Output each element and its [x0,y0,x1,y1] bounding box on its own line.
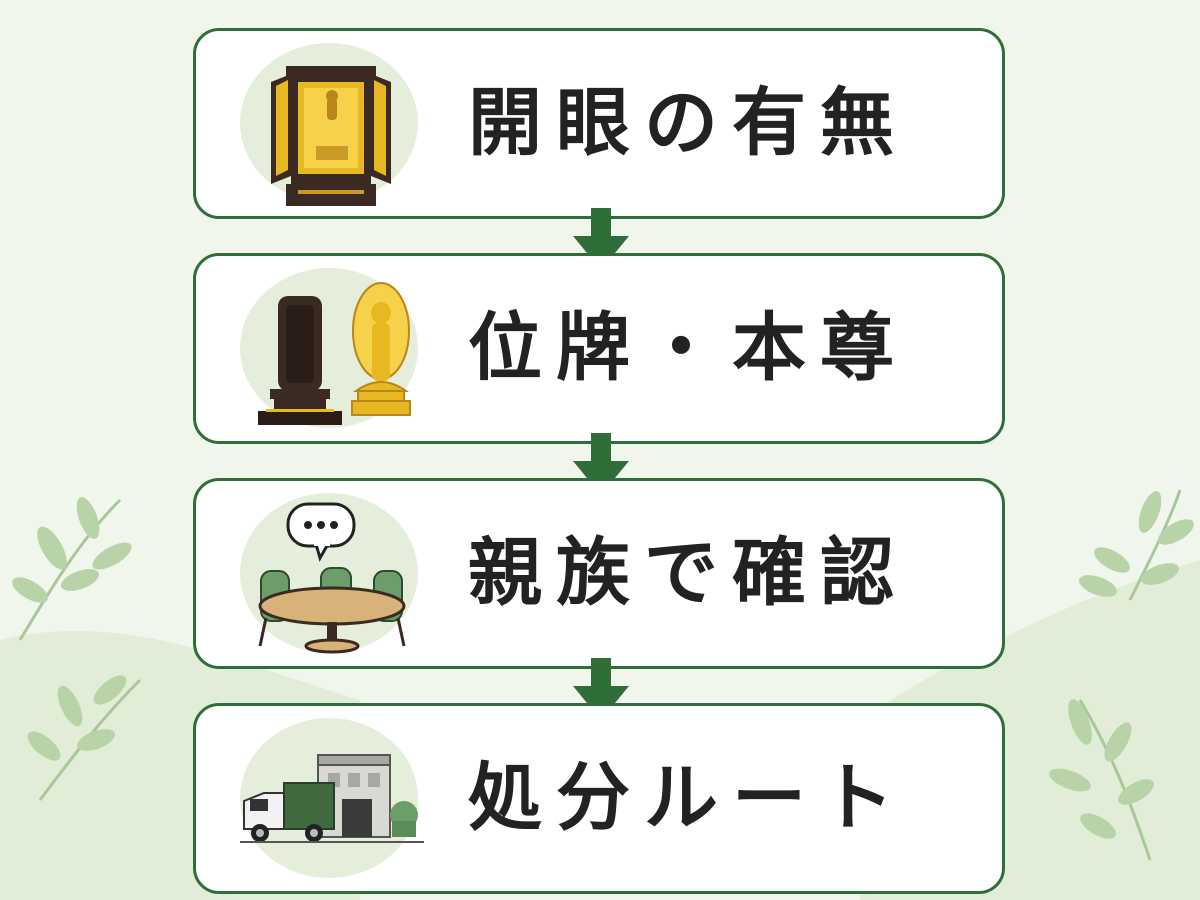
step-card-family: 親族で確認 [193,478,1005,669]
step-label: 処分ルート [468,755,908,841]
family-meeting-icon [258,502,406,654]
step-card-disposal: 処分ルート [193,703,1005,894]
truck-icon [243,782,335,842]
tree-icon [390,801,418,837]
step-label: 開眼の有無 [468,80,908,166]
step-label: 位牌・本尊 [468,305,908,391]
ihai-honzon-icon [258,282,411,425]
step-card-kaigen: 開眼の有無 [193,28,1005,219]
speech-bubble-icon [286,502,356,562]
disposal-truck-icon [240,754,424,843]
butsudan-icon [271,66,391,206]
leaf-sprig-left-top [18,498,122,641]
step-card-ihai-honzon: 位牌・本尊 [193,253,1005,444]
step-label: 親族で確認 [468,530,908,616]
